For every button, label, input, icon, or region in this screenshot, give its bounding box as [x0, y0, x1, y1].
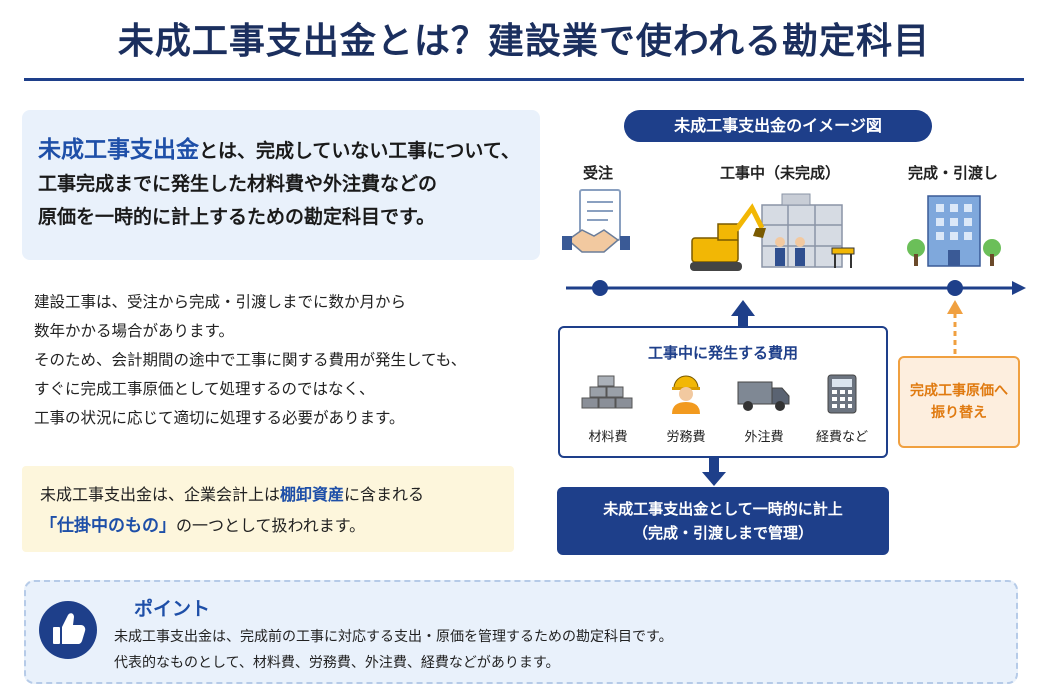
stage-label-in-progress: 工事中（未完成）	[720, 164, 841, 182]
completed-building-icon	[907, 195, 1001, 267]
definition-box: 未成工事支出金とは、完成していない工事について、 工事完成までに発生した材料費や…	[22, 110, 540, 260]
transfer-to-completed-cost-box: 完成工事原価へ 振り替え	[898, 356, 1020, 448]
timeline-arrowhead	[1012, 281, 1026, 295]
explanation-text: 建設工事は、受注から完成・引渡しまでに数か月から 数年かかる場合があります。 そ…	[34, 288, 534, 433]
note-line-1: 未成工事支出金は、企業会計上は棚卸資産に含まれる	[40, 485, 425, 504]
title-underline	[24, 78, 1024, 81]
timeline-dot-order	[592, 280, 608, 296]
explanation-line: 数年かかる場合があります。	[34, 322, 234, 340]
note-line-2: 「仕掛中のもの」の一つとして扱われます。	[40, 516, 366, 536]
diagram-title: 未成工事支出金のイメージ図	[624, 110, 932, 142]
definition-line-1: 未成工事支出金とは、完成していない工事について、	[38, 137, 520, 163]
explanation-line: 建設工事は、受注から完成・引渡しまでに数か月から	[34, 293, 407, 311]
point-line-1: 未成工事支出金は、完成前の工事に対応する支出・原価を管理するための勘定科目です。	[114, 629, 673, 645]
cost-item-materials: 材料費	[568, 372, 648, 445]
up-arrow-head	[731, 300, 755, 316]
definition-line-3: 原価を一時的に計上するための勘定科目です。	[38, 206, 436, 228]
temporary-recording-box: 未成工事支出金として一時的に計上 （完成・引渡しまで管理）	[557, 487, 889, 555]
transfer-line-2: 振り替え	[931, 405, 987, 421]
result-line-1: 未成工事支出金として一時的に計上	[603, 500, 843, 518]
highlight-inventory-asset: 棚卸資産	[280, 485, 345, 504]
cost-item-outsourcing: 外注費	[724, 372, 804, 445]
definition-line-2: 工事完成までに発生した材料費や外注費などの	[38, 173, 438, 195]
cost-label-materials: 材料費	[588, 430, 628, 445]
point-box: ポイント 未成工事支出金は、完成前の工事に対応する支出・原価を管理するための勘定…	[24, 580, 1018, 684]
stage-label-complete: 完成・引渡し	[908, 164, 999, 182]
page-title: 未成工事支出金とは？建設業で使われる勘定科目	[117, 21, 931, 62]
explanation-line: すぐに完成工事原価として処理するのではなく、	[34, 380, 375, 398]
point-title: ポイント	[134, 598, 211, 620]
down-arrow-head	[702, 472, 726, 486]
bricks-icon	[581, 375, 633, 409]
point-line-2: 代表的なものとして、材料費、労務費、外注費、経費などがあります。	[114, 655, 560, 671]
highlight-work-in-progress: 「仕掛中のもの」	[40, 516, 176, 536]
transfer-arrow-head	[947, 300, 963, 314]
cost-item-expenses: 経費など	[802, 372, 882, 445]
transfer-line-1: 完成工事原価へ	[910, 383, 1008, 399]
calculator-icon	[827, 374, 857, 414]
inventory-note-box: 未成工事支出金は、企業会計上は棚卸資産に含まれる 「仕掛中のもの」の一つとして扱…	[22, 466, 514, 552]
cost-label-expenses: 経費など	[815, 430, 868, 445]
explanation-line: 工事の状況に応じて適切に処理する必要があります。	[34, 409, 405, 427]
thumbs-up-icon	[39, 601, 97, 659]
stage-label-order: 受注	[583, 164, 614, 182]
construction-site-icon	[690, 193, 855, 271]
cost-label-labor: 労務費	[666, 430, 706, 445]
up-arrow-shaft	[738, 314, 748, 326]
contract-handshake-icon	[562, 189, 630, 253]
definition-term: 未成工事支出金	[38, 137, 199, 163]
cost-label-outsourcing: 外注費	[744, 430, 784, 445]
result-line-2: （完成・引渡しまで管理）	[632, 524, 813, 542]
costs-box-title: 工事中に発生する費用	[647, 344, 798, 362]
timeline-dot-complete	[947, 280, 963, 296]
truck-icon	[737, 381, 790, 411]
costs-during-construction-box: 工事中に発生する費用 材料費 労務費 外注費	[558, 326, 888, 458]
cost-item-labor: 労務費	[646, 372, 726, 445]
explanation-line: そのため、会計期間の途中で工事に関する費用が発生しても、	[34, 351, 467, 369]
down-arrow-shaft	[709, 458, 719, 474]
worker-icon	[672, 375, 700, 414]
